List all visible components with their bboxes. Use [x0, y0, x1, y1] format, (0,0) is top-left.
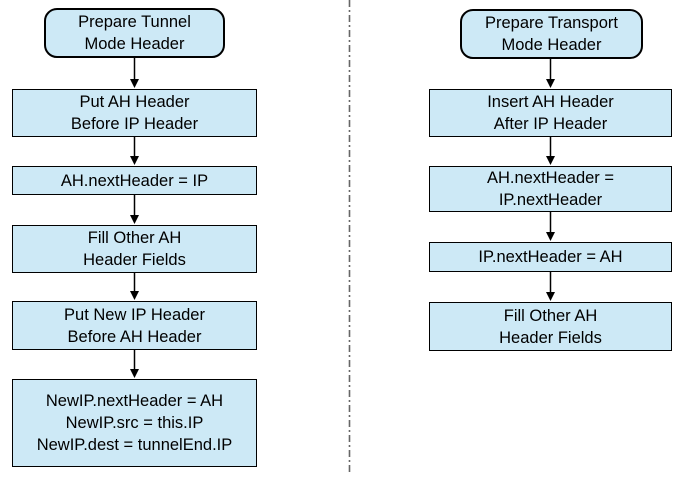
- step-ip-nextheader-equals-ah: IP.nextHeader = AH: [429, 242, 672, 272]
- step-ah-nextheader-equals-ip: AH.nextHeader = IP: [12, 166, 257, 195]
- terminal-prepare-transport-mode-header: Prepare Transport Mode Header: [460, 9, 643, 59]
- flow-arrow: [546, 137, 555, 165]
- flow-arrow: [546, 212, 555, 241]
- flow-arrow: [130, 58, 139, 88]
- step-put-new-ip-header-before-ah-header: Put New IP Header Before AH Header: [12, 301, 257, 350]
- flow-arrow: [546, 272, 555, 301]
- flow-arrow: [546, 59, 555, 88]
- terminal-prepare-tunnel-mode-header: Prepare Tunnel Mode Header: [44, 8, 225, 58]
- step-newip-assignments: NewIP.nextHeader = AH NewIP.src = this.I…: [12, 379, 257, 467]
- step-fill-other-ah-header-fields-tunnel: Fill Other AH Header Fields: [12, 225, 257, 273]
- flow-arrow: [130, 350, 139, 378]
- flow-arrow: [130, 273, 139, 300]
- step-insert-ah-header-after-ip-header: Insert AH Header After IP Header: [429, 89, 672, 137]
- flow-arrow: [130, 195, 139, 224]
- flow-arrow: [130, 137, 139, 165]
- step-fill-other-ah-header-fields-transport: Fill Other AH Header Fields: [429, 302, 672, 351]
- step-ah-nextheader-equals-ip-nextheader: AH.nextHeader = IP.nextHeader: [429, 166, 672, 212]
- step-put-ah-header-before-ip-header: Put AH Header Before IP Header: [12, 89, 257, 137]
